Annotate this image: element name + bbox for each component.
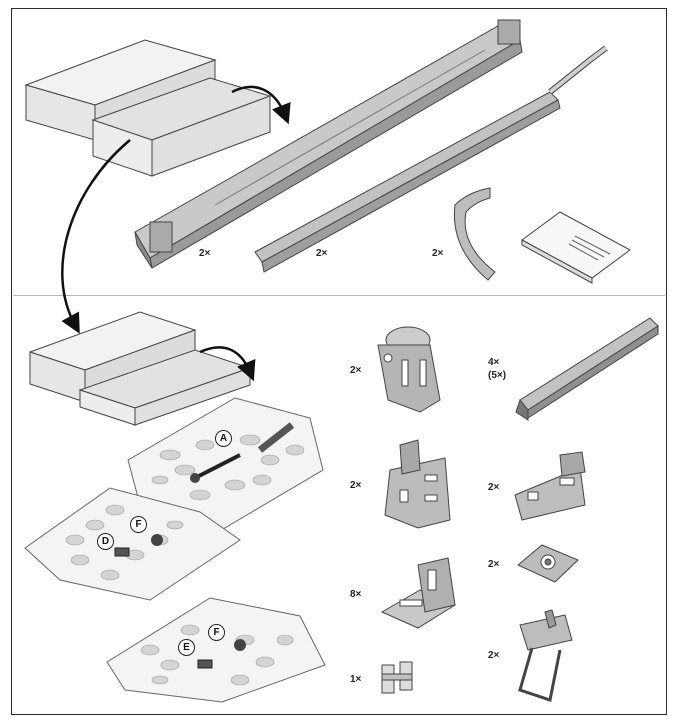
badge-f-upper: F <box>130 516 147 533</box>
qty-roller-bracket: 2× <box>350 365 362 376</box>
hardware-bag-a <box>127 397 324 533</box>
rail-track <box>254 45 608 273</box>
rail-long <box>134 19 523 269</box>
clip-part <box>381 661 413 694</box>
badge-f-lower: F <box>208 624 225 641</box>
qty-angle-long-alt: (5×) <box>488 370 507 381</box>
manual-booklet <box>521 211 631 284</box>
qty-angle-long: 4× (5×) <box>488 356 506 382</box>
qty-hanger: 2× <box>488 650 500 661</box>
qty-nut-plate: 2× <box>488 559 500 570</box>
qty-rail-track: 2× <box>316 248 328 259</box>
arrow-unpack-top <box>231 85 291 125</box>
diagram-frame <box>11 8 667 715</box>
hardware-bag-df <box>24 487 241 601</box>
qty-clip: 1× <box>350 674 362 685</box>
qty-angle-long-main: 4× <box>488 357 500 368</box>
qty-flat-bracket: 2× <box>488 482 500 493</box>
arrow-unpack-bottom <box>199 346 256 382</box>
arrow-to-bottom <box>61 139 131 334</box>
qty-corner-bracket: 8× <box>350 589 362 600</box>
badge-a: A <box>215 430 232 447</box>
hardware-bag-ef <box>106 597 326 703</box>
qty-hinge-bracket: 2× <box>350 480 362 491</box>
box-open-bottom <box>78 349 252 426</box>
qty-rail-long: 2× <box>199 248 211 259</box>
angle-long <box>515 317 659 421</box>
qty-curve: 2× <box>432 248 444 259</box>
flat-bracket <box>514 451 586 521</box>
curve-piece <box>453 187 496 281</box>
hinge-bracket <box>384 439 451 529</box>
badge-e: E <box>178 639 195 656</box>
roller-bracket <box>377 326 441 413</box>
corner-bracket <box>380 557 457 629</box>
badge-d: D <box>97 533 114 550</box>
hanger-bracket <box>518 609 573 702</box>
section-divider <box>13 295 665 296</box>
nut-plate <box>517 544 579 583</box>
